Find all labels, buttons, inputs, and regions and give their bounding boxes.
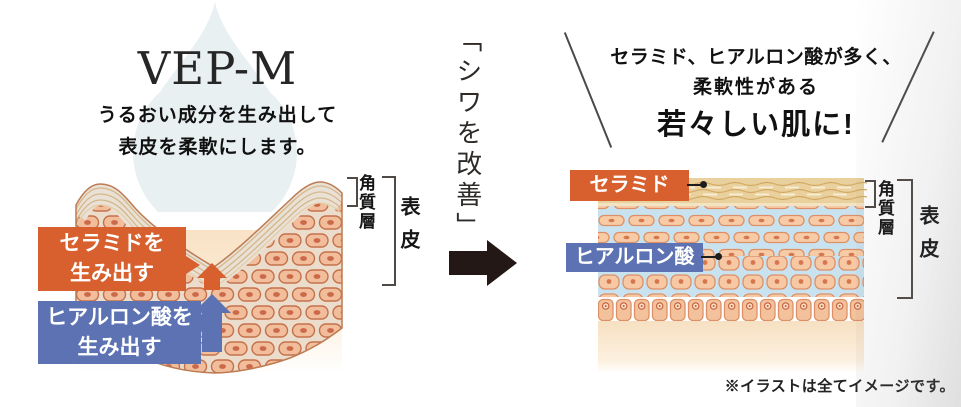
ceramide-pointer-dot bbox=[700, 181, 707, 188]
corneum-bracket-left bbox=[347, 177, 358, 207]
hyaluronic-pointer-line bbox=[701, 256, 718, 258]
hyaluronic-callout-left: ヒアルロン酸を 生み出す bbox=[38, 301, 201, 364]
ceramide-callout-right: セラミド bbox=[570, 170, 689, 201]
corneum-layer-label-left: 角質層 bbox=[356, 174, 375, 231]
ceramide-callout-pointer bbox=[186, 256, 200, 274]
ceramide-callout-left-line2: 生み出す bbox=[70, 262, 154, 285]
epidermis-label-right: 表皮 bbox=[916, 205, 938, 271]
corneum-layer-label-right: 角質層 bbox=[875, 180, 894, 237]
corneum-bracket-right bbox=[865, 180, 876, 208]
healthy-skin-illustration bbox=[598, 178, 867, 373]
water-droplet-shape bbox=[133, 2, 297, 212]
product-subtitle-line1: うるおい成分を生み出して bbox=[97, 105, 338, 126]
product-subtitle-line2: 表皮を柔軟にします。 bbox=[118, 137, 317, 158]
result-headline-line1: セラミド、ヒアルロン酸が多く、 bbox=[610, 47, 902, 68]
hyaluronic-pointer-dot bbox=[715, 253, 722, 260]
result-headline-line2: 柔軟性がある bbox=[692, 77, 819, 98]
improve-wrinkles-vertical-text: 「シワを改善」 bbox=[451, 26, 482, 243]
ceramide-callout-right-text: セラミド bbox=[589, 174, 670, 197]
ceramide-pointer-line bbox=[687, 184, 703, 186]
hyaluronic-callout-left-line2: 生み出す bbox=[77, 335, 162, 359]
product-title: VEP-M bbox=[137, 42, 298, 95]
hyaluronic-callout-left-line1: ヒアルロン酸を bbox=[46, 305, 193, 329]
hyaluronic-callout-right-text: ヒアルロン酸 bbox=[574, 246, 695, 269]
epidermis-bracket-left bbox=[382, 176, 396, 286]
epidermis-label-left: 表皮 bbox=[397, 196, 419, 262]
epidermis-bracket-right bbox=[897, 179, 913, 299]
ceramide-up-arrow bbox=[197, 263, 227, 290]
illustration-disclaimer: ※イラストは全てイメージです。 bbox=[724, 378, 955, 395]
hyaluronic-callout-right: ヒアルロン酸 bbox=[566, 243, 703, 272]
ceramide-callout-left: セラミドを 生み出す bbox=[38, 227, 186, 291]
right-arrow-icon bbox=[449, 240, 517, 286]
ceramide-callout-left-line1: セラミドを bbox=[59, 232, 165, 256]
hyaluronic-callout-pointer bbox=[201, 314, 215, 332]
result-headline-line3: 若々しい肌に! bbox=[657, 109, 855, 141]
